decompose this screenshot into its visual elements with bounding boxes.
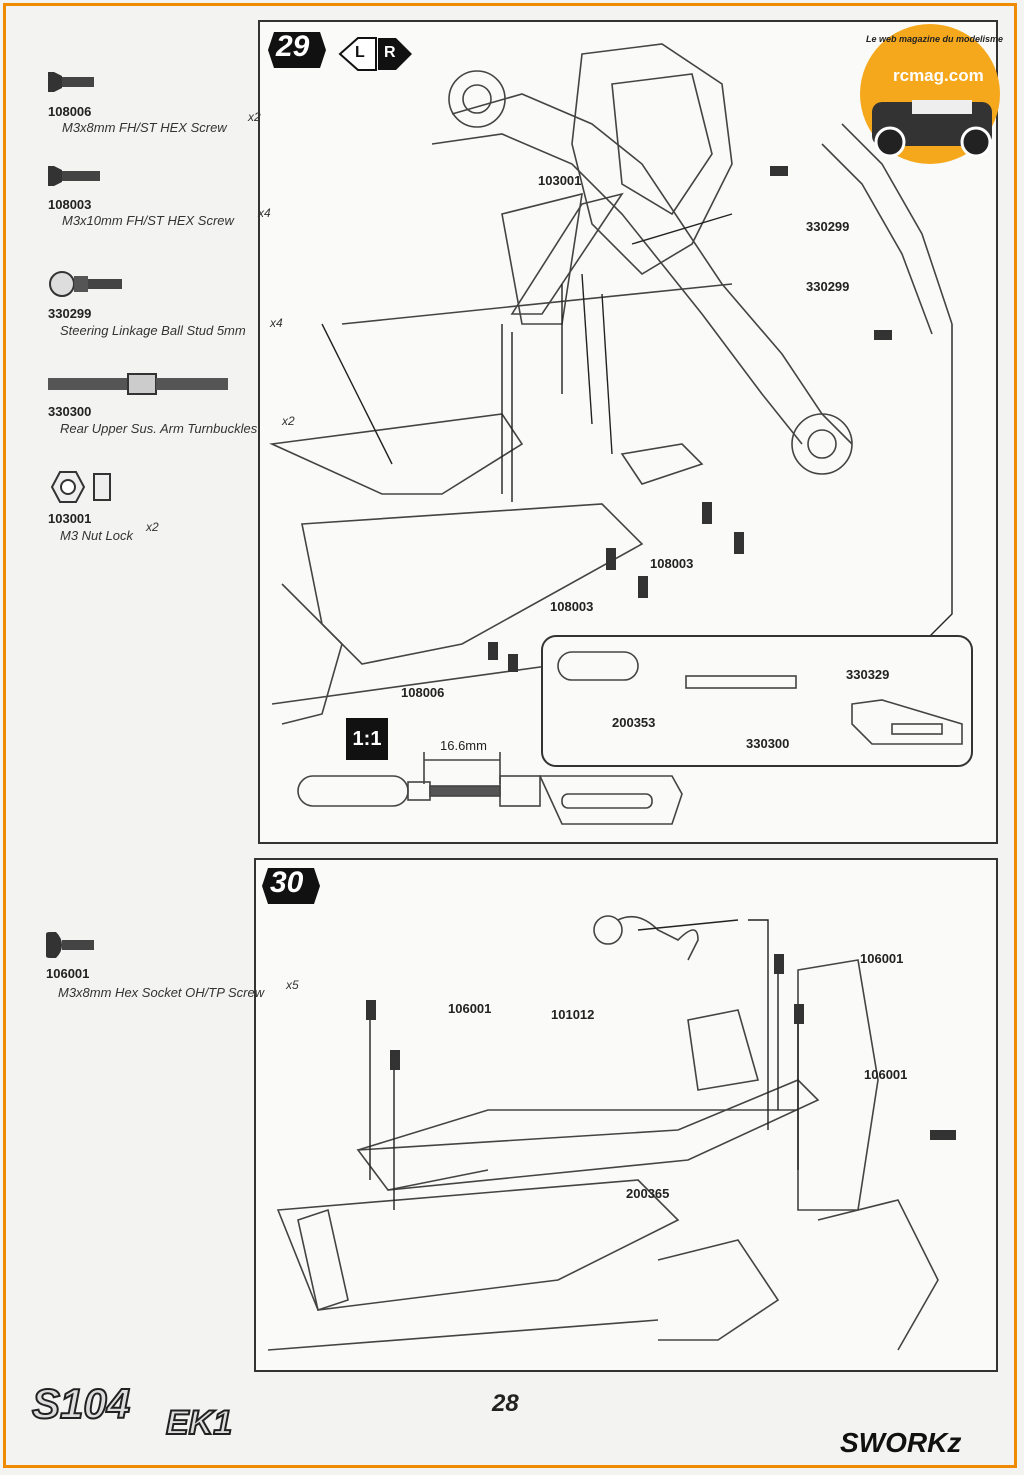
callout-106001-top: 106001: [860, 951, 904, 966]
part-106001-qty: x5: [286, 978, 299, 992]
step-30-assembly-drawing: [267, 915, 956, 1351]
right-label: R: [384, 44, 396, 61]
part-103001-name: M3 Nut Lock: [60, 528, 133, 543]
flat-head-screw-icon: [48, 72, 94, 92]
orange-border: [3, 3, 1017, 1468]
callout-330299-upper: 330299: [806, 219, 850, 234]
callout-106001-side: 106001: [864, 1067, 908, 1082]
part-103001-qty: x2: [146, 520, 159, 534]
part-108003-name: M3x10mm FH/ST HEX Screw: [62, 213, 234, 228]
callout-330299-lower: 330299: [806, 279, 850, 294]
part-108003-qty: x4: [258, 206, 271, 220]
part-330299-qty: x4: [270, 316, 283, 330]
part-103001-number: 103001: [48, 511, 92, 526]
svg-text:SWORKz: SWORKz: [840, 1427, 961, 1458]
ball-stud-icon: [49, 271, 122, 297]
callout-330300: 330300: [746, 736, 790, 751]
svg-text:S104: S104: [32, 1380, 130, 1427]
left-label: L: [355, 44, 365, 61]
rcmag-tagline: Le web magazine du modelisme: [866, 34, 1004, 44]
rcmag-url: rcmag.com: [893, 66, 984, 85]
dimension-16-6mm: 16.6mm: [440, 738, 487, 753]
part-330300-qty: x2: [282, 414, 295, 428]
callout-108003-left: 108003: [550, 599, 594, 614]
part-108006-qty: x2: [248, 110, 261, 124]
part-108006-number: 108006: [48, 104, 92, 119]
left-right-icon: [338, 37, 412, 71]
part-108006-name: M3x8mm FH/ST HEX Screw: [62, 120, 227, 135]
callout-200353: 200353: [612, 715, 656, 730]
step-29-badge: [268, 32, 326, 68]
s104-ek1-logo: S104 EK1: [31, 1379, 233, 1442]
part-106001-name: M3x8mm Hex Socket OH/TP Screw: [58, 985, 265, 1000]
turnbuckle-icon: [48, 373, 228, 395]
button-head-screw-icon: [46, 932, 94, 958]
step-30-number: 30: [270, 866, 304, 899]
sworkz-logo: SWORKz: [840, 1427, 961, 1458]
callout-101012: 101012: [551, 1007, 595, 1022]
step-29-assembly-drawing: [269, 43, 973, 825]
svg-text:EK1: EK1: [166, 1404, 232, 1442]
callout-330329: 330329: [846, 667, 890, 682]
callout-106001-left: 106001: [448, 1001, 492, 1016]
part-330300-name: Rear Upper Sus. Arm Turnbuckles: [60, 421, 258, 436]
part-108003-number: 108003: [48, 197, 92, 212]
page-number: 28: [492, 1390, 519, 1417]
part-330300-number: 330300: [48, 404, 92, 419]
callout-103001: 103001: [538, 173, 582, 188]
nut-lock-icon: [50, 471, 111, 503]
step-30-panel: [254, 858, 998, 1372]
callout-108003-right: 108003: [650, 556, 694, 571]
part-330299-number: 330299: [48, 306, 92, 321]
flat-head-screw-long-icon: [48, 166, 100, 186]
scale-1-to-1-badge: 1:1: [346, 718, 388, 760]
part-330299-name: Steering Linkage Ball Stud 5mm: [60, 323, 246, 338]
step-30-badge: [262, 868, 320, 904]
part-106001-number: 106001: [46, 966, 90, 981]
rcmag-logo: [860, 24, 1000, 164]
callout-108006: 108006: [401, 685, 445, 700]
step-29-number: 29: [276, 30, 310, 63]
callout-200365: 200365: [626, 1186, 670, 1201]
